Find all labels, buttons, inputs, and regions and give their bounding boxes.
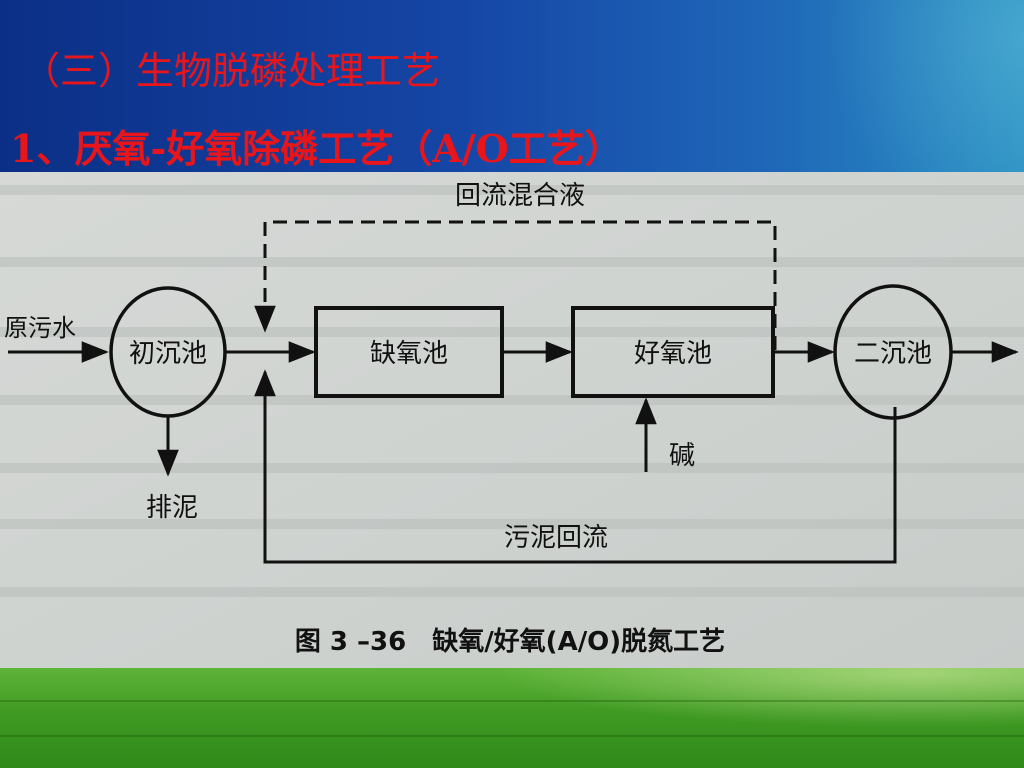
- sludge-discharge-label: 排泥: [146, 493, 198, 523]
- process-flow-diagram: 回流混合液 污泥回流 原污水 初沉池 排泥 缺氧池 好氧池 碱 二沉池 图 3 …: [0, 172, 1024, 668]
- figure-caption: 图 3 –36 缺氧/好氧(A/O)脱氮工艺: [295, 627, 725, 657]
- alkali-label: 碱: [669, 441, 695, 471]
- meadow-highlight: [500, 668, 1024, 728]
- sludge-return-label: 污泥回流: [504, 523, 608, 553]
- aerobic-tank-label: 好氧池: [634, 339, 712, 369]
- mixed-liquor-return-line: [254, 220, 777, 350]
- anoxic-tank-label: 缺氧池: [370, 339, 448, 369]
- secondary-clarifier-label: 二沉池: [854, 339, 932, 369]
- meadow-stripe: [0, 700, 1024, 702]
- sludge-return-line: [254, 369, 897, 564]
- raw-sewage-label: 原污水: [4, 314, 76, 342]
- primary-clarifier-label: 初沉池: [129, 339, 207, 369]
- slide-subheading: 1、厌氧-好氧除磷工艺（A/O工艺）: [10, 126, 623, 171]
- paper-background: [0, 172, 1024, 668]
- meadow-stripe: [0, 735, 1024, 737]
- mixed-liquor-return-label: 回流混合液: [455, 181, 585, 211]
- slide-heading: （三）生物脱磷处理工艺: [22, 49, 441, 93]
